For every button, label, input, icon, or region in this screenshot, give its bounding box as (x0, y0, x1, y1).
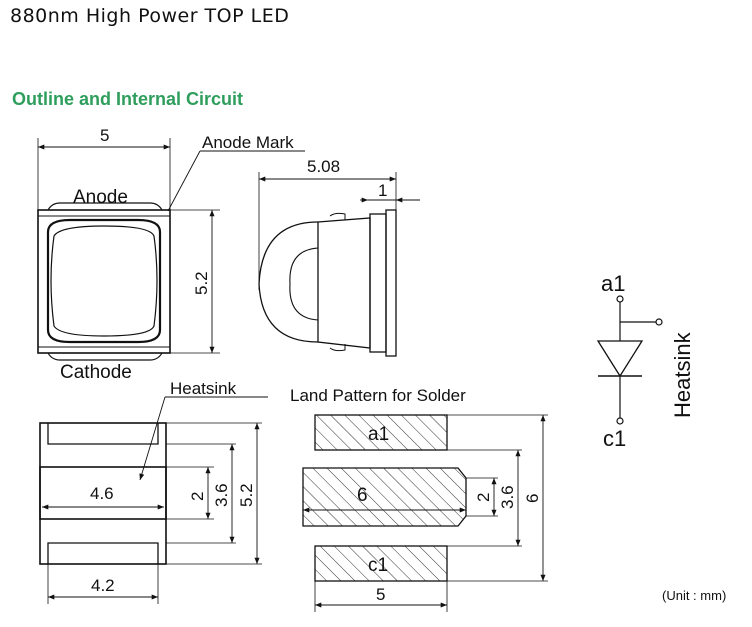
land-pad-a1: a1 (368, 424, 389, 445)
circuit-cathode-pin: c1 (603, 426, 626, 451)
land-dim-3-6: 3.6 (498, 485, 517, 509)
land-pattern-title: Land Pattern for Solder (290, 386, 466, 405)
side-view (258, 172, 420, 357)
bottom-pad-height-dim: 2 (188, 492, 207, 501)
bottom-view (39, 396, 268, 604)
side-length-dim: 5.08 (307, 157, 340, 176)
top-width-dim: 5 (100, 126, 109, 145)
land-pad-center: 6 (357, 485, 368, 506)
section-title: Outline and Internal Circuit (12, 89, 244, 109)
diode-icon (596, 340, 644, 378)
cathode-label: Cathode (60, 362, 132, 383)
land-dim-6: 6 (523, 494, 542, 503)
top-height-dim: 5.2 (192, 271, 211, 295)
circuit-anode-pin: a1 (601, 271, 625, 296)
anode-label: Anode (73, 187, 128, 208)
page-title: 880nm High Power TOP LED (10, 5, 290, 27)
land-dim-2: 2 (474, 493, 493, 502)
land-pad-c1: c1 (368, 555, 388, 576)
top-view (37, 138, 305, 361)
bottom-inner-height-dim: 3.6 (212, 483, 231, 507)
land-dim-5: 5 (376, 585, 385, 604)
anode-mark-label: Anode Mark (202, 133, 294, 152)
bottom-pad-width-dim: 4.6 (90, 484, 114, 503)
land-pattern (302, 414, 548, 612)
bottom-width-dim: 4.2 (91, 576, 115, 595)
side-thickness-dim: 1 (378, 181, 387, 200)
unit-note: (Unit : mm) (662, 588, 726, 603)
circuit-heatsink-label: Heatsink (670, 331, 695, 418)
bottom-outer-height-dim: 5.2 (237, 483, 256, 507)
circuit (596, 295, 663, 425)
bottom-heatsink-label: Heatsink (170, 379, 237, 398)
